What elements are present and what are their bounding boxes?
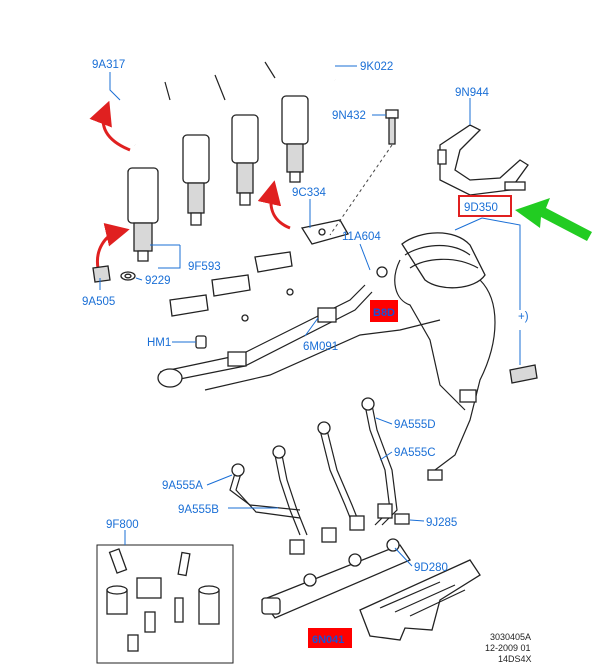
green-arrow-pointer	[515, 198, 592, 241]
sensor	[509, 364, 538, 384]
rail-heat-shield	[359, 559, 481, 641]
label-9229: 9229	[145, 275, 171, 287]
kit-9F800	[96, 544, 234, 664]
followers	[169, 251, 294, 344]
label-6M091: 6M091	[303, 341, 338, 353]
label-9A317: 9A317	[92, 59, 125, 71]
label-9D280: 9D280	[414, 562, 448, 574]
clamp-9A505	[92, 265, 111, 283]
injector-3	[281, 95, 309, 183]
label-HM1: HM1	[147, 337, 171, 349]
label-highlight-1: B8D	[373, 307, 395, 319]
label-9C334: 9C334	[292, 187, 326, 199]
red-arrow-3	[257, 180, 291, 230]
label-9N432: 9N432	[332, 110, 366, 122]
fuel-pump-9D350	[394, 232, 496, 481]
highlight-box-2	[308, 628, 352, 648]
label-11A604: 11A604	[342, 231, 381, 243]
red-arrow-2	[95, 223, 130, 269]
fuel-rail	[260, 503, 411, 619]
fuel-return-line	[157, 266, 441, 391]
label-highlight-2: 6N041	[312, 634, 344, 646]
dowel-HM1	[195, 335, 207, 349]
red-arrow-1	[89, 100, 131, 152]
label-9A555C: 9A555C	[394, 447, 436, 459]
label-9F800: 9F800	[106, 519, 139, 531]
bolt-9N432	[385, 109, 399, 145]
ref-line-3: 14DS4X	[498, 654, 532, 664]
label-9J285: 9J285	[426, 517, 457, 529]
injector-row	[127, 95, 309, 262]
label-9F593: 9F593	[188, 261, 221, 273]
label-9K022: 9K022	[360, 61, 393, 73]
high-pressure-pipes	[229, 397, 410, 536]
leader-lines	[99, 65, 521, 567]
injector-1	[182, 134, 210, 226]
label-9A555B: 9A555B	[178, 504, 219, 516]
label-9A555D: 9A555D	[394, 419, 436, 431]
label-9N944: 9N944	[455, 87, 489, 99]
highlight-box-1	[370, 300, 398, 322]
bracket-9N944	[437, 124, 529, 196]
ref-line-2: 12-2009 01	[485, 643, 531, 653]
label-9D350: 9D350	[464, 202, 498, 214]
bolt-guide-line	[329, 144, 393, 236]
glow-plug-harness	[127, 52, 337, 146]
label-9A505: 9A505	[82, 296, 115, 308]
sealing-washer-9229	[120, 271, 136, 281]
label-plus-paren: +)	[518, 311, 529, 323]
label-9A555A: 9A555A	[162, 480, 203, 492]
injector-front	[127, 167, 159, 262]
ref-line-1: 3030405A	[490, 632, 531, 642]
highlight-outline-9D350	[458, 195, 512, 217]
injector-2	[231, 114, 259, 206]
